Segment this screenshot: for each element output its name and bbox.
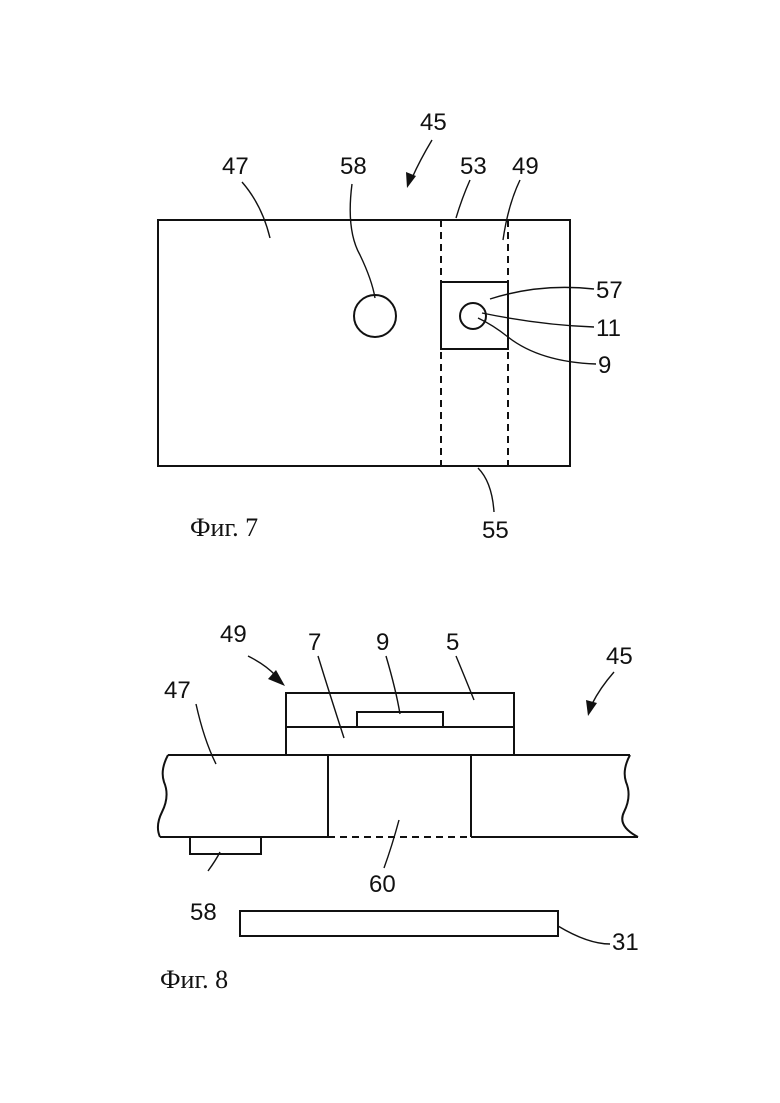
figure-7: 45 47 58 53 49 57 11 9 55 Фиг. 7 bbox=[158, 109, 623, 544]
fig7-label-55: 55 bbox=[482, 517, 509, 544]
fig8-label-47: 47 bbox=[164, 677, 191, 704]
fig8-part-58 bbox=[190, 837, 261, 854]
fig7-leader-57 bbox=[490, 287, 594, 299]
fig7-caption: Фиг. 7 bbox=[190, 513, 258, 542]
fig8-label-7: 7 bbox=[308, 629, 321, 656]
fig8-label-58: 58 bbox=[190, 899, 217, 926]
fig7-leader-53 bbox=[456, 180, 470, 218]
fig8-arrow-45 bbox=[592, 672, 614, 704]
fig7-label-45: 45 bbox=[420, 109, 447, 136]
fig7-leader-9 bbox=[478, 318, 596, 364]
fig8-leader-31 bbox=[558, 926, 610, 944]
fig8-label-45: 45 bbox=[606, 643, 633, 670]
fig7-arrow-45-head bbox=[406, 172, 416, 188]
fig8-label-5: 5 bbox=[446, 629, 459, 656]
fig8-label-9: 9 bbox=[376, 629, 389, 656]
fig8-label-31: 31 bbox=[612, 929, 639, 956]
fig8-arrow-45-head bbox=[586, 700, 597, 716]
fig7-leader-47 bbox=[242, 182, 270, 238]
fig8-label-49: 49 bbox=[220, 621, 247, 648]
fig7-label-11: 11 bbox=[596, 315, 621, 342]
fig7-leader-11 bbox=[482, 313, 594, 327]
fig8-break-left bbox=[158, 755, 168, 837]
fig7-label-9: 9 bbox=[598, 352, 611, 379]
fig7-arrow-45 bbox=[412, 140, 432, 178]
fig7-leader-55 bbox=[478, 468, 494, 512]
fig7-label-58: 58 bbox=[340, 153, 367, 180]
fig8-caption: Фиг. 8 bbox=[160, 965, 228, 994]
fig7-leader-49 bbox=[503, 180, 520, 240]
fig8-leader-60 bbox=[384, 820, 399, 868]
fig7-leader-58 bbox=[350, 184, 375, 298]
fig8-arrow-49-head bbox=[268, 670, 285, 686]
fig8-label-60: 60 bbox=[369, 871, 396, 898]
fig7-label-47: 47 bbox=[222, 153, 249, 180]
fig7-element-9 bbox=[460, 303, 486, 329]
fig8-layer-7 bbox=[286, 727, 514, 755]
fig8-leader-7 bbox=[318, 656, 344, 738]
figure-8: 49 7 9 5 45 47 60 58 31 Фиг. 8 bbox=[158, 621, 639, 994]
fig8-leader-9 bbox=[386, 656, 400, 714]
fig8-break-right bbox=[622, 755, 638, 837]
fig7-label-57: 57 bbox=[596, 277, 623, 304]
fig7-label-49: 49 bbox=[512, 153, 539, 180]
fig7-label-53: 53 bbox=[460, 153, 487, 180]
fig7-hole-58 bbox=[354, 295, 396, 337]
fig8-arrow-49 bbox=[248, 656, 276, 676]
fig8-element-9 bbox=[357, 712, 443, 727]
fig8-part-31 bbox=[240, 911, 558, 936]
